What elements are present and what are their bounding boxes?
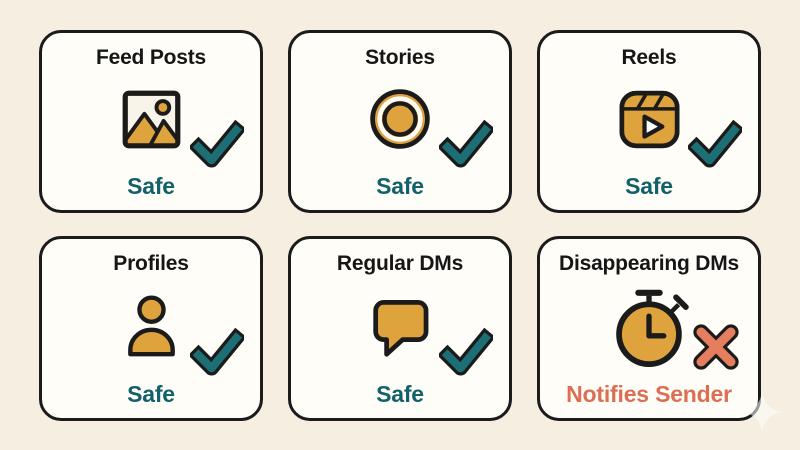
card-title: Disappearing DMs [558,252,739,275]
card-feed-posts: Feed Posts [39,30,263,213]
status-label: Safe [625,172,673,199]
stopwatch-icon [608,285,690,372]
card-stories: Stories Safe [288,30,512,213]
card-reels: Reels [537,30,761,213]
sparkle-icon [741,391,783,438]
story-ring-icon [363,82,437,161]
status-label: Safe [127,172,175,199]
card-title: Stories [365,46,435,69]
card-title: Profiles [113,252,189,275]
card-title: Reels [621,46,677,69]
person-icon [115,290,188,368]
card-title: Feed Posts [95,46,207,69]
card-regular-dms: Regular DMs Safe [288,236,512,421]
status-label: Safe [127,380,175,407]
card-title: Regular DMs [336,252,464,275]
check-icon [188,325,247,384]
feature-safety-grid: Feed Posts [39,30,761,421]
check-icon [188,117,247,176]
cross-icon [690,321,742,378]
check-icon [686,117,745,176]
chat-bubble-icon [364,290,437,368]
check-icon [437,117,496,176]
status-label: Safe [376,172,424,199]
reels-icon [614,84,685,160]
image-icon [116,84,187,160]
status-label: Safe [376,380,424,407]
card-disappearing-dms: Disappearing DMs [537,236,761,421]
card-profiles: Profiles Safe [39,236,263,421]
check-icon [437,325,496,384]
status-label: Notifies Sender [566,380,732,407]
